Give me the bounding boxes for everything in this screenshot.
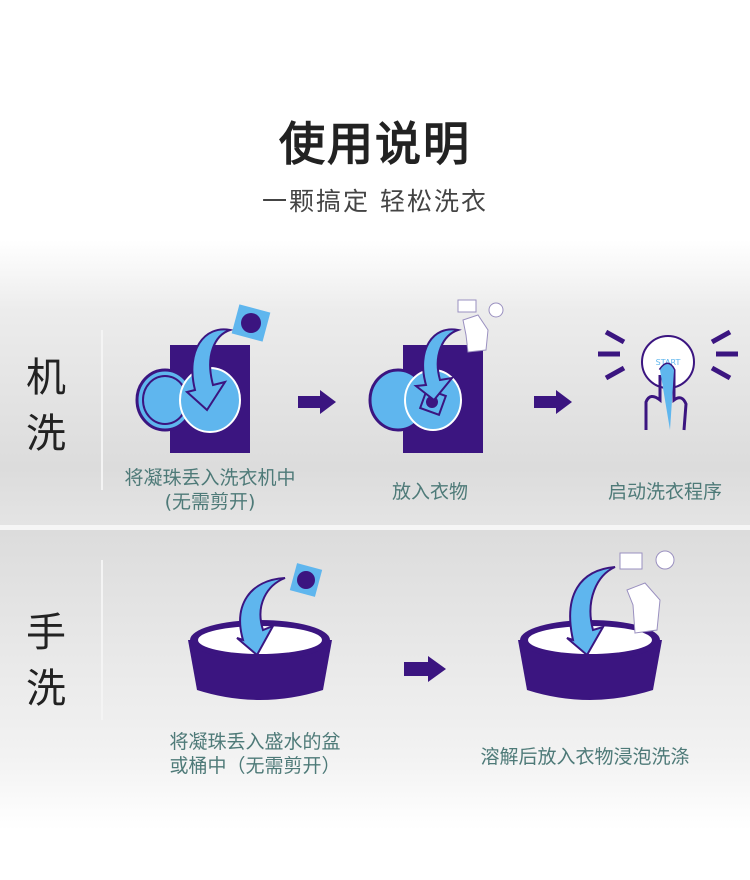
step-caption: 放入衣物 xyxy=(391,481,468,503)
vertical-divider xyxy=(101,330,103,490)
arrow-right-icon xyxy=(404,656,446,682)
hand-wash-label: 手洗 xyxy=(26,610,66,712)
arrow-right-icon xyxy=(534,390,572,414)
section-divider xyxy=(0,525,750,530)
vertical-divider xyxy=(101,560,103,720)
washing-machine-pod-icon xyxy=(135,304,271,453)
press-start-button-icon: START xyxy=(598,329,738,431)
caption-line: 将凝珠丢入盛水的盆 xyxy=(169,731,341,753)
caption-line: 或桶中（无需剪开） xyxy=(169,755,341,777)
step-caption: 启动洗衣程序 xyxy=(607,481,722,503)
step-caption: 将凝珠丢入洗衣机中 (无需剪开) xyxy=(110,466,310,514)
page-title: 使用说明 xyxy=(279,117,471,171)
caption-line: (无需剪开) xyxy=(164,491,256,513)
caption-line: 将凝珠丢入洗衣机中 xyxy=(124,467,296,489)
page-subtitle: 一颗搞定 轻松洗衣 xyxy=(262,187,488,216)
step-caption: 溶解后放入衣物浸泡洗涤 xyxy=(480,746,690,768)
washing-machine-clothes-icon xyxy=(368,299,504,453)
basin-clothes-icon xyxy=(518,550,675,700)
start-button-label: START xyxy=(656,358,681,367)
step-caption: 将凝珠丢入盛水的盆 或桶中（无需剪开） xyxy=(150,730,360,778)
basin-pod-icon xyxy=(188,563,332,700)
arrow-right-icon xyxy=(298,390,336,414)
machine-wash-label: 机洗 xyxy=(26,355,66,457)
